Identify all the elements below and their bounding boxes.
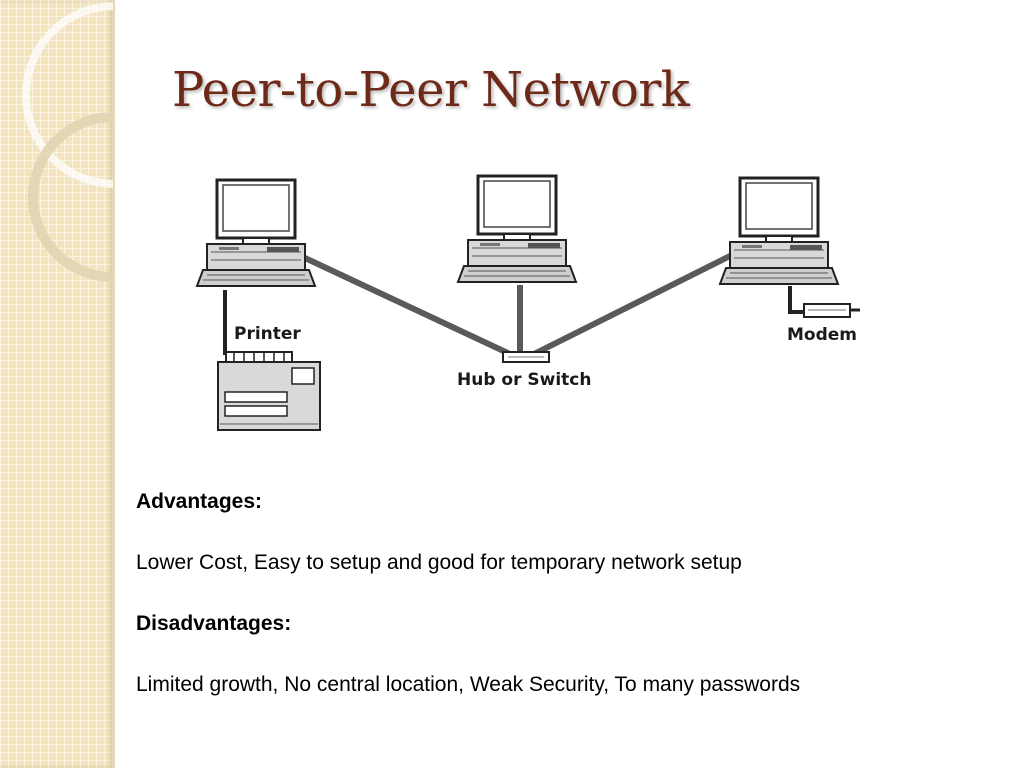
cable-right-pc-to-modem <box>788 286 805 314</box>
modem-label: Modem <box>787 325 857 345</box>
disadvantages-heading: Disadvantages: <box>136 612 292 635</box>
computer-right <box>718 176 840 286</box>
hub-icon <box>502 351 550 363</box>
hub-label: Hub or Switch <box>457 370 591 390</box>
slide-title: Peer-to-Peer Network <box>172 62 690 118</box>
side-band-edge <box>113 0 115 768</box>
cable-right-pc-to-hub <box>529 249 741 358</box>
disadvantages-text: Limited growth, No central location, Wea… <box>136 673 801 696</box>
cable-left-pc-to-hub <box>302 255 515 358</box>
modem-icon <box>803 303 860 318</box>
printer-icon <box>217 351 321 431</box>
decorative-side-band <box>0 0 113 768</box>
computer-left <box>195 178 317 288</box>
advantages-heading: Advantages: <box>136 490 263 513</box>
computer-center <box>456 174 578 284</box>
notes-block: Advantages: Lower Cost, Easy to setup an… <box>136 487 996 700</box>
printer-label: Printer <box>234 324 301 344</box>
advantages-text: Lower Cost, Easy to setup and good for t… <box>136 551 742 574</box>
